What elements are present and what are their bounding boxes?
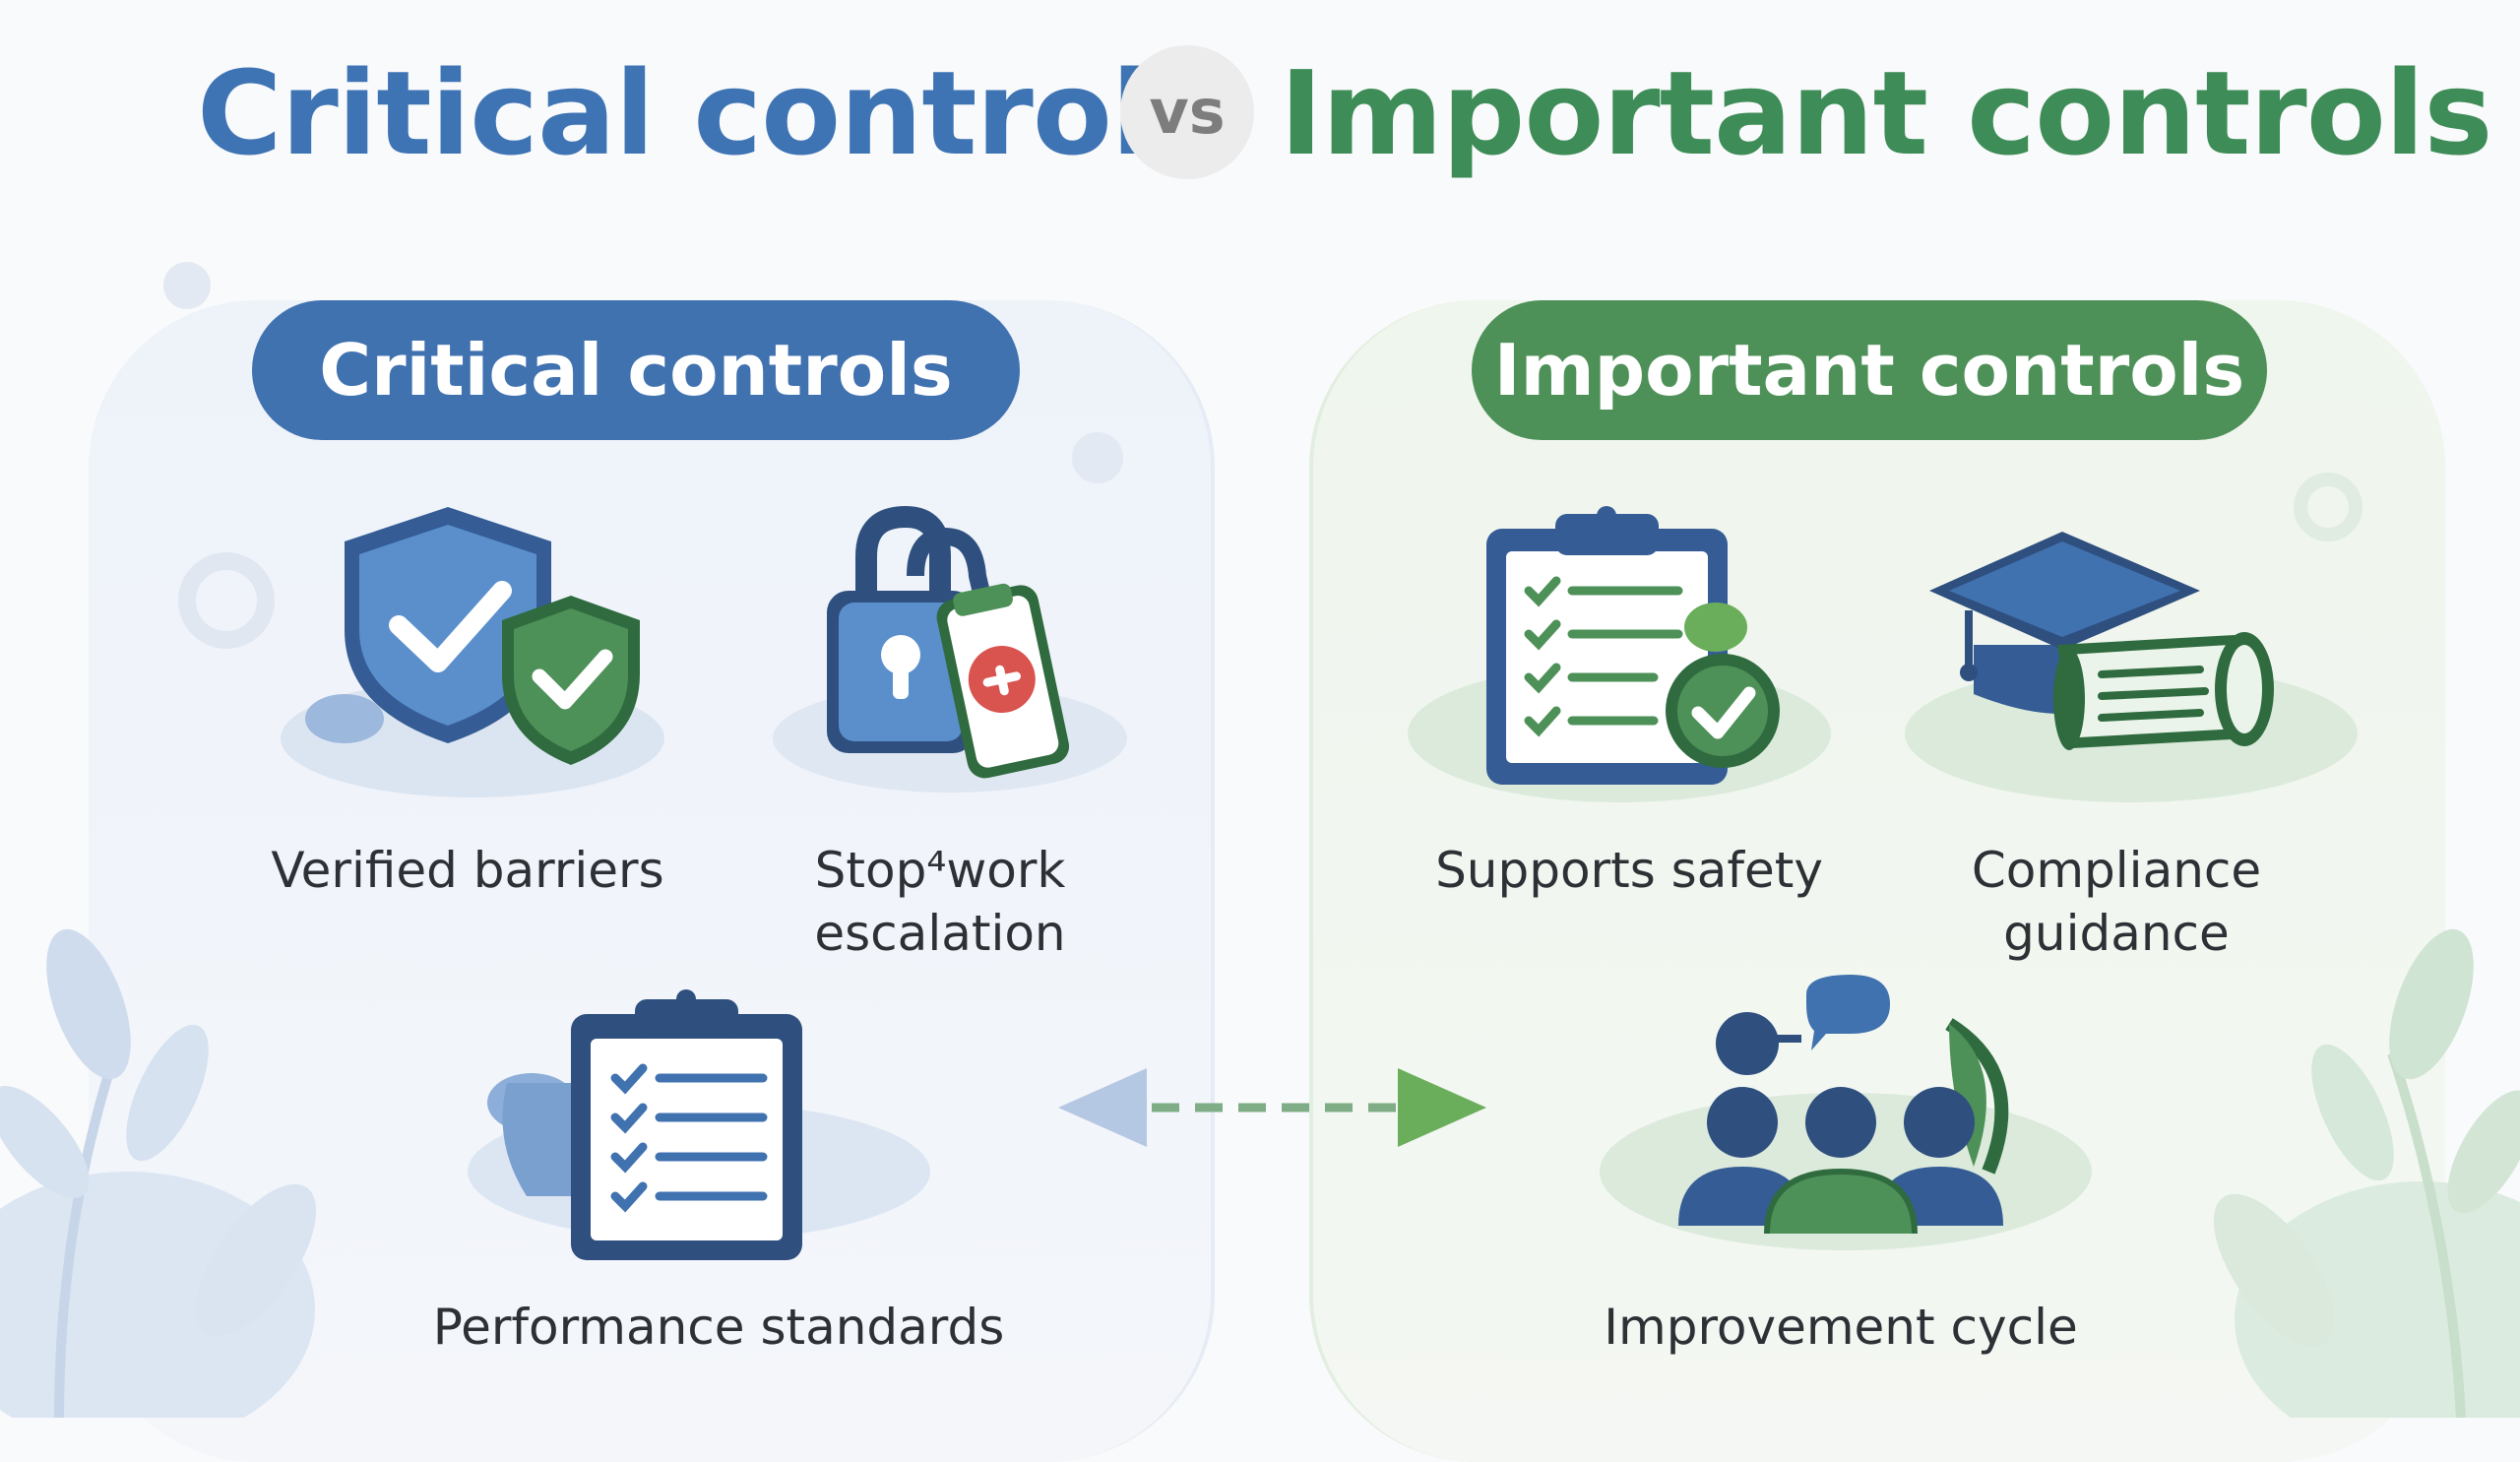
supports-safety-label: Supports safety <box>1435 842 1823 899</box>
guidance-label: guidance <box>2003 905 2230 962</box>
vs-badge: vs <box>1120 45 1254 179</box>
verified-barriers-label: Verified barriers <box>271 842 664 899</box>
improvement-cycle-label: Improvement cycle <box>1604 1299 2078 1356</box>
gear-icon <box>178 552 275 649</box>
stop-work-label: Stop⁴work <box>814 842 1066 899</box>
checklist-clipboard-icon <box>487 989 802 1260</box>
clipboard-check-icon <box>1486 506 1780 785</box>
performance-standards-label: Performance standards <box>432 1299 1005 1356</box>
gear-icon <box>2294 473 2362 541</box>
foliage-right-decoration <box>2213 928 2520 1418</box>
compliance-label: Compliance <box>1971 842 2262 899</box>
padlock-tag-icon <box>827 505 1070 779</box>
graduation-cap-scroll-icon <box>1929 532 2274 750</box>
critical-controls-header: Critical controls <box>252 300 1020 440</box>
double-arrow-icon <box>1058 1068 1486 1147</box>
shield-check-icon <box>305 507 640 765</box>
page-title-important: Important controls <box>1280 45 2492 181</box>
foliage-left-decoration <box>0 928 317 1418</box>
gear-icon <box>1072 432 1123 483</box>
important-controls-header: Important controls <box>1472 300 2267 440</box>
team-discussion-icon <box>1678 975 2009 1235</box>
gear-icon <box>163 262 211 309</box>
page-title-critical: Critical controls <box>197 45 1220 181</box>
escalation-label: escalation <box>814 905 1066 962</box>
